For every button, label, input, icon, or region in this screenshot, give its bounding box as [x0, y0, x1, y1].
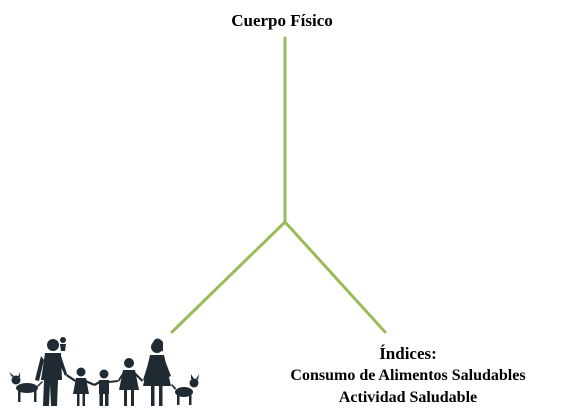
boy-figure-icon: [94, 369, 118, 406]
indices-line-food: Consumo de Alimentos Saludables: [290, 367, 526, 384]
indices-heading: Índices:: [379, 344, 437, 363]
dog-left-icon: [9, 372, 43, 402]
mother-figure-icon: [143, 338, 171, 406]
girl-figure-icon: [66, 367, 95, 406]
older-girl-figure-icon: [118, 358, 143, 406]
family-silhouette-icon: [9, 337, 199, 406]
indices-line-activity: Actividad Saludable: [338, 389, 478, 406]
branch-right-line: [283, 220, 387, 334]
dog-right-icon: [171, 374, 199, 405]
indices-block: Índices: Consumo de Alimentos Saludables…: [248, 343, 564, 409]
diagram-title: Cuerpo Físico: [231, 11, 333, 30]
father-figure-icon: [35, 339, 67, 406]
branch-left-line: [170, 220, 287, 334]
toddler-figure-icon: [60, 337, 66, 351]
